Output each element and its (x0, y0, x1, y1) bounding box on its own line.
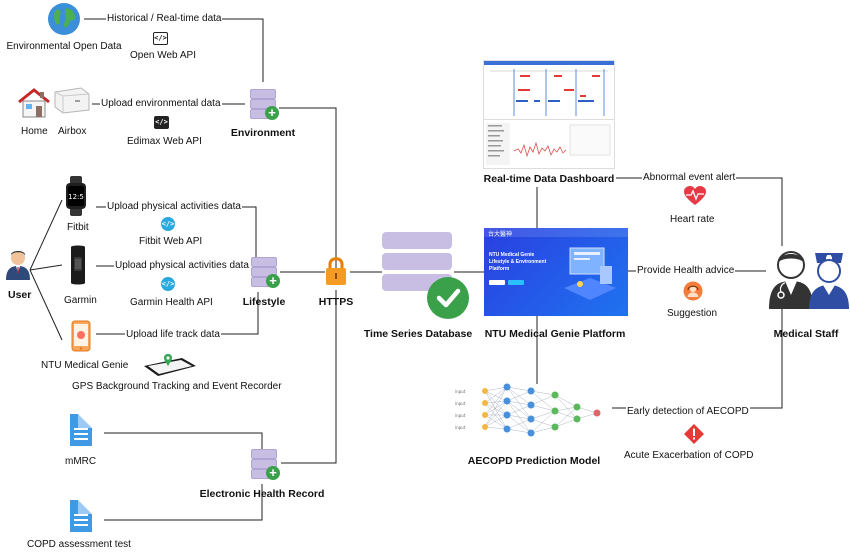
environmental-open-data-label: Environmental Open Data (6, 41, 122, 52)
time-series-db-icon (382, 232, 472, 322)
edge-label-early-detection: Early detection of AECOPD (626, 406, 750, 418)
fitbit-web-api-icon: </> (161, 217, 175, 231)
copd-document-icon (70, 500, 92, 532)
edge-label-upload-life: Upload life track data (125, 329, 221, 341)
heart-rate-icon (684, 186, 706, 211)
acute-exacerbation-label: Acute Exacerbation of COPD (624, 450, 754, 461)
medical-staff-label: Medical Staff (773, 328, 839, 340)
tsdb-label: Time Series Database (363, 328, 473, 340)
user-label: User (8, 289, 32, 301)
garmin-health-api-label: Garmin Health API (130, 297, 213, 308)
svg-text:input: input (455, 401, 466, 406)
edge-label-upload-phys-garmin: Upload physical activities data (114, 260, 250, 272)
alert-diamond-icon (683, 423, 705, 450)
edge-label-abnormal: Abnormal event alert (642, 172, 737, 184)
plus-icon: + (266, 274, 280, 288)
fitbit-label: Fitbit (67, 222, 89, 233)
gps-label: GPS Background Tracking and Event Record… (72, 381, 282, 392)
lifestyle-db-icon: + (251, 257, 281, 289)
lifestyle-label: Lifestyle (242, 296, 286, 308)
neural-network-icon: input input input input (455, 381, 613, 448)
edge-label-provide-advice: Provide Health advice (636, 265, 736, 277)
suggestion-icon (683, 281, 703, 306)
platform-illustration (560, 244, 620, 306)
home-icon (17, 88, 51, 123)
https-label: HTTPS (318, 296, 354, 308)
open-web-api-label: Open Web API (130, 50, 196, 61)
lock-icon (324, 256, 348, 293)
fitbit-web-api-label: Fitbit Web API (139, 236, 203, 247)
plus-icon: + (266, 466, 280, 480)
edge-label-upload-env: Upload environmental data (100, 98, 222, 110)
gps-phone-icon (142, 352, 200, 383)
platform-label: NTU Medical Genie Platform (484, 328, 626, 340)
dashboard-screenshot (483, 60, 615, 169)
garmin-band-icon (67, 245, 89, 290)
garmin-health-api-icon: </> (161, 277, 175, 291)
environment-db-icon: + (250, 89, 280, 121)
user-icon (5, 249, 31, 286)
garmin-label: Garmin (64, 295, 97, 306)
globe-icon (47, 2, 81, 41)
ntu-medical-genie-label: NTU Medical Genie (41, 360, 129, 371)
platform-navbar (484, 228, 628, 237)
svg-text:input: input (455, 389, 466, 394)
airbox-label: Airbox (58, 126, 87, 137)
edimax-web-api-icon: </> (154, 116, 169, 129)
home-label: Home (21, 126, 48, 137)
open-web-api-icon: </> (153, 32, 168, 45)
ehr-label: Electronic Health Record (199, 488, 325, 500)
platform-screenshot: 台大醫神 NTU Medical Genie Lifestyle & Envir… (484, 228, 628, 316)
platform-headline: NTU Medical Genie Lifestyle & Environmen… (489, 252, 547, 272)
heart-rate-label: Heart rate (670, 214, 715, 225)
fitbit-watch-icon: 12:5 (63, 176, 89, 221)
svg-text:12:5: 12:5 (68, 193, 84, 201)
mmrc-label: mMRC (65, 456, 97, 467)
suggestion-label: Suggestion (667, 308, 718, 319)
plus-icon: + (265, 106, 279, 120)
aecopd-model-label: AECOPD Prediction Model (467, 455, 601, 467)
platform-brand: 台大醫神 (488, 231, 513, 238)
edge-label-historical: Historical / Real-time data (106, 13, 223, 25)
svg-text:input: input (455, 413, 466, 418)
copd-test-label: COPD assessment test (27, 539, 131, 550)
dashboard-label: Real-time Data Dashboard (483, 173, 615, 185)
medical-staff-icon (765, 243, 849, 316)
phone-app-icon (71, 320, 91, 357)
check-icon (427, 277, 469, 319)
ehr-db-icon: + (251, 449, 281, 481)
airbox-icon (53, 86, 91, 119)
environment-label: Environment (230, 127, 296, 139)
edge-label-upload-phys-fitbit: Upload physical activities data (106, 201, 242, 213)
mmrc-document-icon (70, 414, 92, 446)
svg-text:input: input (455, 425, 466, 430)
edimax-web-api-label: Edimax Web API (127, 136, 202, 147)
